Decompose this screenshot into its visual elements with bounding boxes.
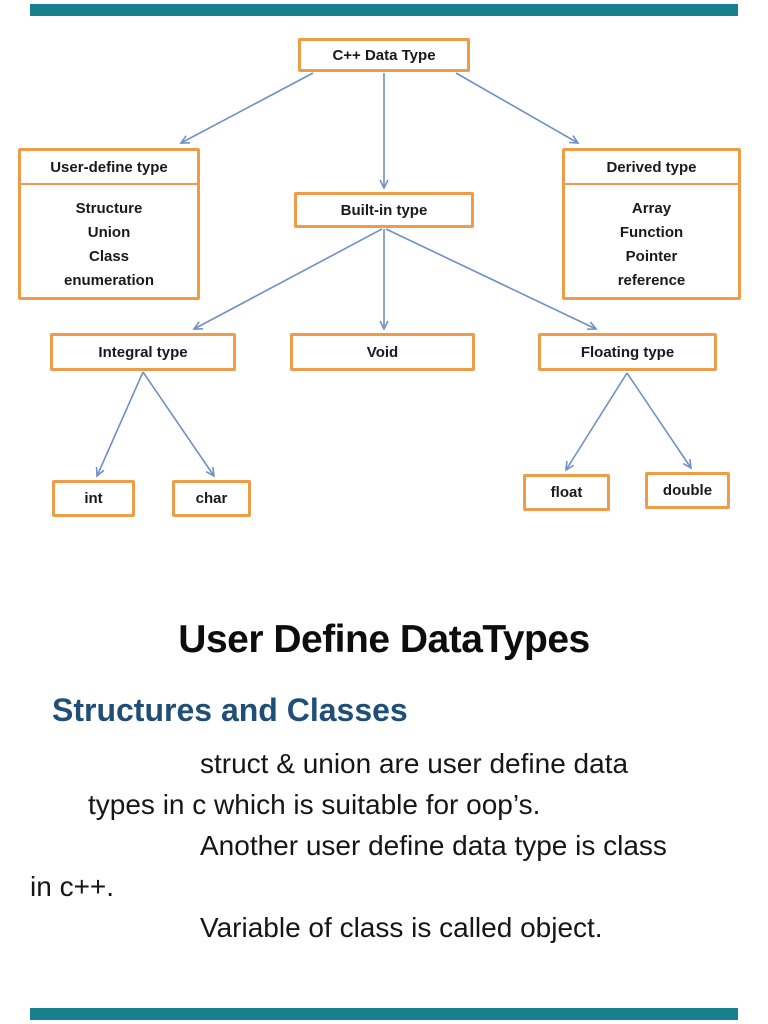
node-char: char xyxy=(172,480,251,517)
node-label: C++ Data Type xyxy=(332,46,436,64)
node-label: char xyxy=(195,490,228,507)
node-built-in-type: Built-in type xyxy=(294,192,474,228)
node-label: Integral type xyxy=(98,343,188,361)
node-void: Void xyxy=(290,333,475,371)
cpp-datatype-tree-diagram: C++ Data Type User-define type Structure… xyxy=(18,38,741,517)
node-item: reference xyxy=(617,272,686,289)
node-item: Union xyxy=(87,224,131,241)
node-user-define-type: User-define type Structure Union Class e… xyxy=(18,148,200,300)
section-heading: Structures and Classes xyxy=(52,692,408,728)
node-item: Structure xyxy=(75,200,143,217)
node-label: Floating type xyxy=(580,343,675,361)
node-integral-type: Integral type xyxy=(50,333,236,371)
node-float: float xyxy=(523,474,610,511)
node-int: int xyxy=(52,480,135,517)
node-item-list: Array Function Pointer reference xyxy=(565,185,738,293)
body-line: struct & union are user define data xyxy=(200,748,629,779)
node-item: Array xyxy=(631,200,672,217)
node-label: double xyxy=(662,482,713,499)
body-line: types in c which is suitable for oop’s. xyxy=(88,789,541,820)
node-floating-type: Floating type xyxy=(538,333,717,371)
node-item: enumeration xyxy=(63,272,154,289)
node-cpp-data-type: C++ Data Type xyxy=(298,38,470,72)
node-item: Pointer xyxy=(625,248,678,265)
node-label: float xyxy=(550,484,583,501)
tree-connector-arrows xyxy=(95,72,692,478)
body-line: Another user define data type is class xyxy=(200,830,667,861)
slide-title: User Define DataTypes xyxy=(178,618,590,661)
body-line: in c++. xyxy=(30,871,115,902)
bottom-accent-bar xyxy=(30,1008,738,1020)
top-accent-bar xyxy=(30,4,738,16)
node-item: Class xyxy=(88,248,130,265)
node-double: double xyxy=(645,472,730,509)
node-label: User-define type xyxy=(21,151,197,185)
node-item: Function xyxy=(619,224,684,241)
node-label: Built-in type xyxy=(340,201,428,219)
node-derived-type: Derived type Array Function Pointer refe… xyxy=(562,148,741,300)
node-item-list: Structure Union Class enumeration xyxy=(21,185,197,293)
body-line: Variable of class is called object. xyxy=(200,912,603,943)
node-label: int xyxy=(84,490,103,507)
node-label: Void xyxy=(366,343,399,361)
node-label: Derived type xyxy=(565,151,738,185)
